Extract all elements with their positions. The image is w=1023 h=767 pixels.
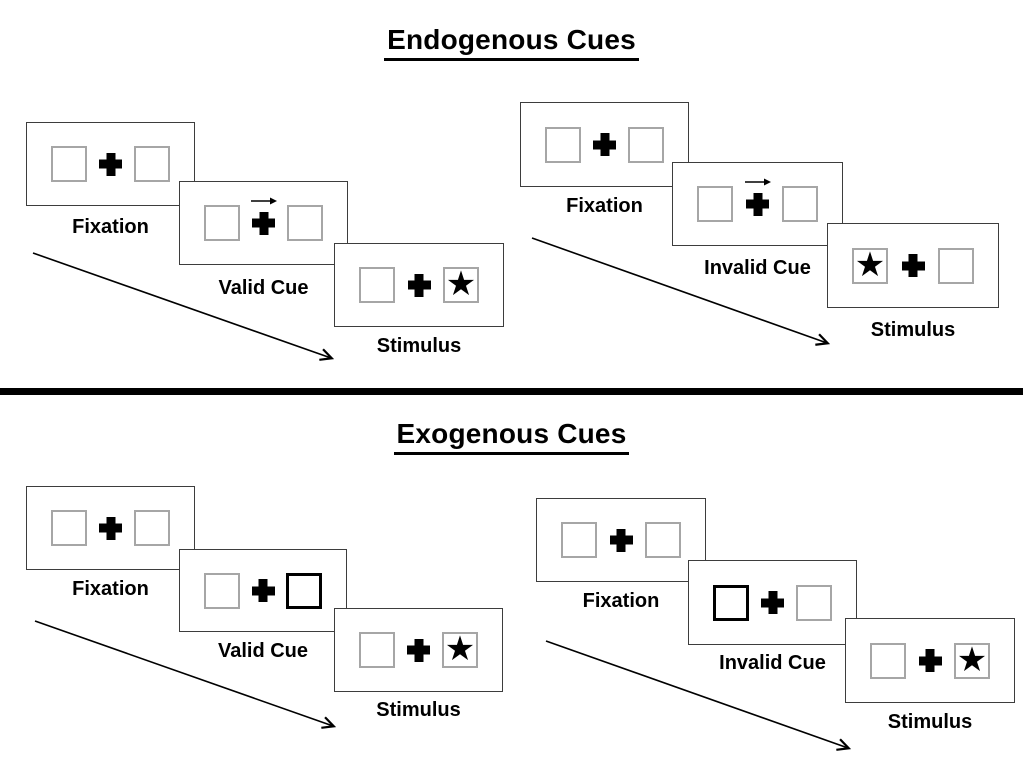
star-stimulus-icon: ★ [444,629,476,669]
sequence-arrow-icon [531,237,831,346]
left-highlighted-cue-box [713,584,749,621]
plus-glyph [99,153,122,176]
fixation-cross-icon [902,254,925,277]
left-stimulus-box: ★ [852,244,888,285]
valid-cue-panel [179,181,348,265]
cue-direction-arrow-icon [745,178,771,185]
right-placeholder-box [628,126,664,163]
star-stimulus-icon: ★ [956,639,988,680]
fixation-panel [520,102,689,187]
section-title-exogenous: Exogenous Cues [0,418,1023,455]
plus-glyph [761,591,784,614]
sequence-arrow-icon [32,252,335,361]
plus-glyph [408,274,431,297]
plus-glyph [407,639,430,662]
panel-label: Fixation [72,216,149,238]
fixation-cross-icon [99,517,122,540]
fixation-cross-icon [593,133,616,156]
left-placeholder-box [204,205,240,241]
right-placeholder-box [796,584,832,621]
cue-direction-arrow-icon [251,197,277,204]
right-stimulus-box: ★ [442,632,478,668]
left-placeholder-box [359,632,395,668]
panel-label: Stimulus [887,711,973,733]
star-stimulus-icon: ★ [854,244,886,285]
fixation-cross-icon [99,153,122,176]
panel-label: Fixation [582,590,660,612]
stimulus-panel: ★ [334,243,504,327]
section-title-text: Exogenous Cues [393,418,630,455]
panel-label: Fixation [72,578,149,600]
left-placeholder-box [697,186,733,222]
sequence-arrow-icon [545,640,852,751]
fixation-cross-icon [919,649,942,672]
left-placeholder-box [51,146,87,182]
plus-glyph [919,649,942,672]
section-divider [0,388,1023,395]
valid-cue-panel [179,549,347,632]
stimulus-panel: ★ [827,223,999,308]
left-placeholder-box [359,267,395,303]
fixation-cross-icon [251,197,277,235]
plus-glyph [902,254,925,277]
invalid-cue-panel [688,560,857,645]
panel-label: Fixation [566,195,643,217]
sequence-arrow-icon [34,620,337,729]
panel-label: Invalid Cue [704,257,811,279]
fixation-cross-icon [761,591,784,614]
right-placeholder-box [645,522,681,558]
stimulus-panel: ★ [334,608,503,692]
section-title-text: Endogenous Cues [384,24,639,61]
panel-label: Valid Cue [218,277,309,299]
fixation-cross-icon [745,178,771,216]
right-placeholder-box [287,205,323,241]
fixation-panel [26,486,195,570]
fixation-panel [26,122,195,206]
right-placeholder-box [134,146,170,182]
fixation-panel [536,498,706,582]
left-placeholder-box [561,522,597,558]
plus-glyph [593,133,616,156]
panel-label: Stimulus [376,699,461,721]
right-stimulus-box: ★ [443,267,479,303]
section-title-endogenous: Endogenous Cues [0,24,1023,61]
fixation-cross-icon [252,579,275,602]
right-stimulus-box: ★ [954,639,990,680]
right-highlighted-cue-box [286,572,322,609]
left-placeholder-box [204,572,240,609]
left-placeholder-box [51,510,87,546]
panel-label: Valid Cue [217,640,309,662]
right-placeholder-box [938,247,974,284]
invalid-cue-panel [672,162,843,246]
panel-label: Stimulus [870,319,956,341]
panel-label: Invalid Cue [719,652,826,674]
right-placeholder-box [782,186,818,222]
left-placeholder-box [870,642,906,679]
stimulus-panel: ★ [845,618,1015,703]
plus-glyph [746,193,769,216]
plus-glyph [252,579,275,602]
right-placeholder-box [134,510,170,546]
fixation-cross-icon [407,639,430,662]
plus-glyph [610,529,633,552]
plus-glyph [99,517,122,540]
star-stimulus-icon: ★ [445,264,477,304]
panel-label: Stimulus [376,335,462,357]
fixation-cross-icon [408,274,431,297]
fixation-cross-icon [610,529,633,552]
left-placeholder-box [545,126,581,163]
plus-glyph [252,212,275,235]
